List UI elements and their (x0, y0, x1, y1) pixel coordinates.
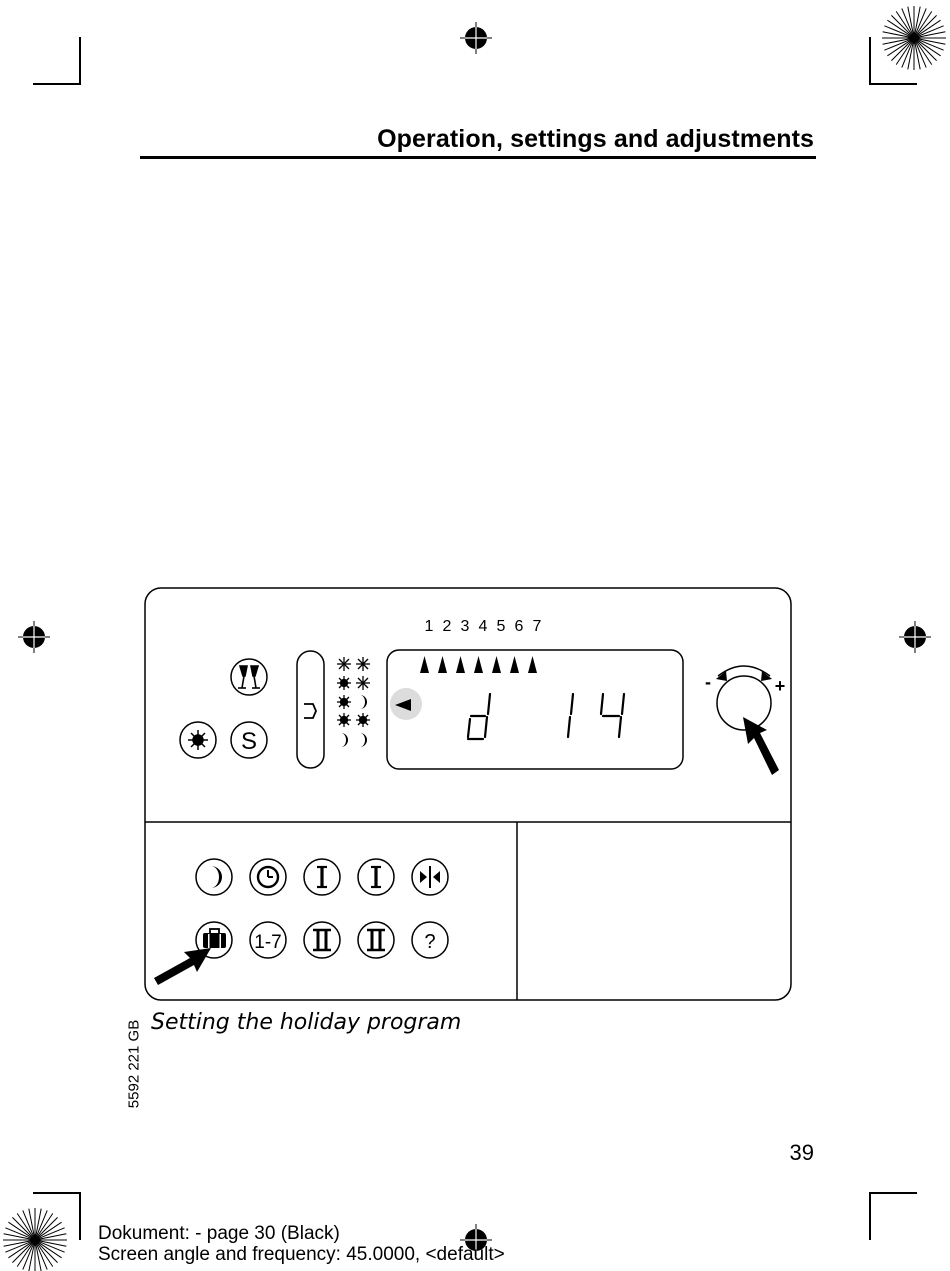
rotation-arc (717, 665, 771, 677)
sun-button (179, 721, 217, 759)
selector-pointer-icon (304, 703, 317, 719)
day-indicator-triangles (420, 656, 537, 673)
days-1-7-button: 1-7 (249, 921, 287, 959)
holiday-pointer-arrow-icon (154, 948, 211, 985)
program-i-button (357, 858, 395, 896)
rotate-right-arrow-icon (761, 671, 772, 681)
program-ii-button (303, 921, 341, 959)
split-arrows-icon (420, 866, 440, 888)
day-number: 2 (443, 618, 452, 635)
moon-moon-icon (341, 733, 367, 747)
footer-screen-line: Screen angle and frequency: 45.0000, <de… (98, 1244, 505, 1265)
program-i-icon (317, 865, 327, 889)
figure-caption: Setting the holiday program (151, 1010, 462, 1035)
day-number: 3 (461, 618, 470, 635)
day-number: 5 (497, 618, 506, 635)
program-i-button (303, 858, 341, 896)
lcd-pointer-icon (395, 699, 411, 711)
sun-snowflake-icon (337, 676, 370, 690)
program-ii-icon (313, 928, 331, 952)
rotate-left-arrow-icon (716, 671, 727, 681)
page-number: 39 (789, 1140, 814, 1165)
sun-icon (188, 730, 208, 750)
mode-selector-slot (296, 650, 325, 769)
lcd-digit-d (466, 692, 492, 741)
snowflake-icon (337, 657, 370, 671)
program-i-icon (371, 865, 381, 889)
lcd-digit-1 (566, 692, 575, 739)
lcd-digit-4 (599, 692, 626, 739)
crop-mark-top-right (869, 37, 917, 85)
header-rule (140, 156, 816, 159)
days-1-7-label: 1-7 (254, 932, 281, 953)
lcd-display (386, 649, 684, 770)
crop-mark-bottom-left (33, 1192, 81, 1240)
button-row-bottom: 1-7 ? (195, 921, 449, 959)
sun-sun-icon (337, 713, 370, 727)
day-number: 6 (515, 618, 524, 635)
help-label: ? (424, 931, 435, 953)
pointing-arrow-icon (743, 717, 779, 775)
crop-mark-bottom-right (869, 1192, 917, 1240)
adjustment-knob: - + (705, 665, 786, 775)
footer-document-line: Dokument: - page 30 (Black) (98, 1223, 340, 1244)
crop-mark-top-left (33, 37, 81, 85)
s-button-label: S (241, 728, 257, 755)
split-button (411, 858, 449, 896)
suitcase-icon (203, 928, 226, 948)
knob-minus-label: - (705, 672, 711, 692)
clock-button (249, 858, 287, 896)
program-ii-icon (367, 928, 385, 952)
day-number: 4 (479, 618, 488, 635)
party-glasses-icon (238, 665, 260, 689)
holiday-button (195, 921, 233, 959)
page-title: Operation, settings and adjustments (377, 125, 814, 153)
program-ii-button (357, 921, 395, 959)
day-number: 1 (425, 618, 434, 635)
help-button: ? (411, 921, 449, 959)
moon-button (195, 858, 233, 896)
s-button: S (230, 721, 268, 759)
document-code: 5592 221 GB (124, 1014, 144, 1114)
document-code-text: 5592 221 GB (125, 1019, 143, 1109)
knob-plus-label: + (775, 676, 786, 696)
party-button (230, 658, 268, 696)
day-number: 7 (533, 618, 542, 635)
controller-panel (144, 587, 792, 1001)
clock-icon (256, 865, 280, 889)
button-row-top (195, 858, 449, 896)
moon-icon (211, 866, 222, 888)
day-numbers: 1 2 3 4 5 6 7 (425, 618, 542, 635)
mode-symbol-list (337, 657, 370, 747)
sun-moon-icon (337, 695, 367, 709)
